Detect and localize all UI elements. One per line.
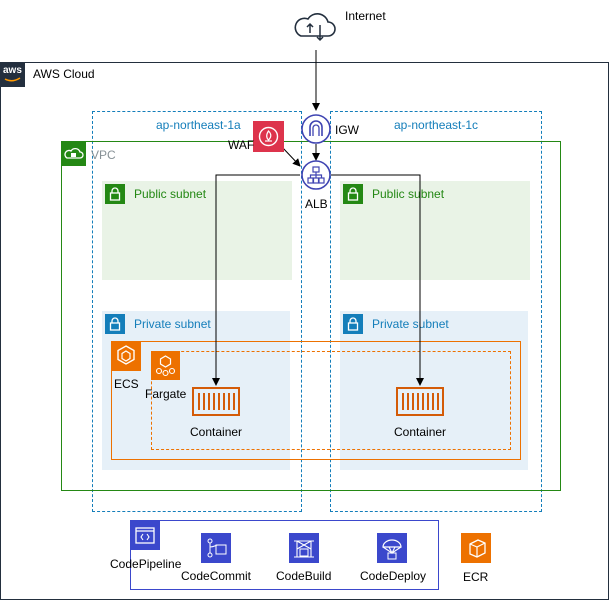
az-1c-group — [330, 111, 542, 512]
arrow-alb-to-container-c — [331, 174, 424, 386]
codedeploy-label: CodeDeploy — [360, 569, 427, 583]
alb-icon — [301, 160, 331, 190]
igw-label: IGW — [335, 123, 359, 137]
public-subnet-a-lock-icon — [105, 184, 125, 204]
arrow-alb-to-container-a — [212, 174, 300, 386]
fargate-group — [151, 351, 511, 450]
fargate-icon — [151, 351, 180, 380]
private-subnet-c — [340, 311, 528, 470]
ecs-icon — [111, 341, 141, 371]
fargate-label: Fargate — [145, 387, 187, 401]
private-subnet-c-lock-icon — [343, 314, 363, 334]
container-a-label: Container — [190, 425, 243, 439]
aws-cloud-group — [0, 62, 609, 600]
alb-label: ALB — [305, 197, 328, 211]
codecommit-label: CodeCommit — [181, 569, 252, 583]
codepipeline-label: CodePipeline — [110, 557, 182, 571]
private-subnet-a-label: Private subnet — [134, 317, 211, 331]
container-c-icon — [396, 386, 444, 417]
public-subnet-c — [340, 181, 530, 280]
waf-icon — [253, 121, 284, 152]
internet-label: Internet — [345, 9, 386, 23]
aws-logo-icon: aws — [0, 62, 25, 87]
igw-icon — [301, 114, 331, 144]
ecr-label: ECR — [463, 570, 489, 584]
az-1a-group — [92, 111, 302, 512]
ecs-cluster-group — [111, 341, 521, 460]
vpc-icon — [61, 141, 86, 166]
public-subnet-c-label: Public subnet — [372, 187, 445, 201]
vpc-label: VPC — [91, 148, 116, 162]
aws-logo-text: aws — [3, 65, 22, 76]
public-subnet-c-lock-icon — [343, 184, 363, 204]
az-1c-label: ap-northeast-1c — [394, 118, 479, 132]
public-subnet-a — [102, 181, 292, 280]
container-c-label: Container — [394, 425, 447, 439]
codebuild-label: CodeBuild — [276, 569, 332, 583]
internet-cloud-icon — [290, 3, 340, 53]
arrow-waf-to-alb — [281, 146, 301, 167]
private-subnet-a — [102, 311, 290, 470]
ecr-icon — [461, 533, 491, 563]
codecommit-icon — [201, 533, 231, 563]
private-subnet-a-lock-icon — [105, 314, 125, 334]
private-subnet-c-label: Private subnet — [372, 317, 449, 331]
codepipeline-icon — [130, 520, 160, 550]
codebuild-icon — [289, 533, 319, 563]
az-1a-label: ap-northeast-1a — [156, 118, 241, 132]
aws-cloud-label: AWS Cloud — [33, 67, 95, 81]
container-a-icon — [192, 386, 240, 417]
public-subnet-a-label: Public subnet — [134, 187, 207, 201]
waf-label: WAF — [228, 138, 255, 152]
codepipeline-group — [130, 520, 439, 590]
ecs-label: ECS — [114, 377, 139, 391]
codedeploy-icon — [377, 533, 407, 563]
